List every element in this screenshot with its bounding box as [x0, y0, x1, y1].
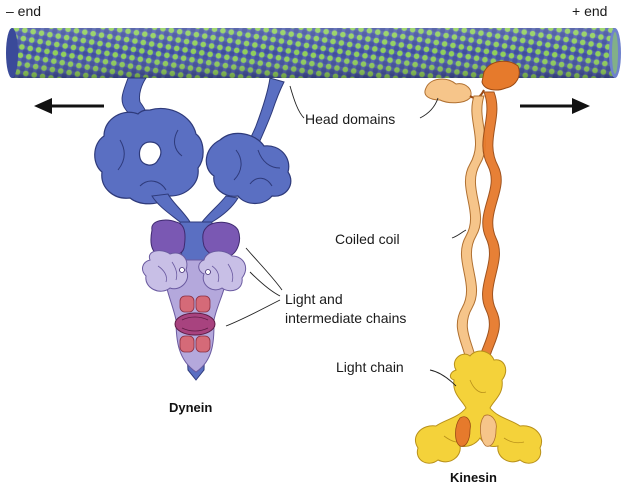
leader-light-chains-2 — [249, 271, 281, 297]
dynein-light-chain-right — [198, 250, 247, 292]
microtubule — [6, 28, 621, 78]
dynein-magenta-chain — [174, 312, 216, 336]
leader-coiled-coil — [451, 229, 467, 239]
leader-light-chains-1 — [245, 247, 283, 291]
kinesin-light-chain — [414, 350, 542, 464]
kinesin-label: Kinesin — [450, 470, 497, 485]
dynein-purple-left — [150, 219, 186, 258]
leader-light-chains-3 — [225, 299, 281, 327]
kinesin-tail-orange — [455, 416, 471, 447]
minus-end-label: – end — [6, 3, 41, 19]
dynein-label: Dynein — [169, 400, 212, 415]
leader-head-kinesin — [419, 97, 439, 119]
dynein-red-segment-2 — [195, 295, 211, 313]
dynein-right-head — [205, 132, 292, 205]
light-intermediate-label-line1: Light and — [285, 291, 343, 307]
arrow-right-icon — [520, 98, 590, 114]
kinesin-tail-peach — [480, 414, 497, 447]
light-intermediate-label-line2: intermediate chains — [285, 310, 406, 326]
kinesin-head-left — [424, 78, 472, 104]
dynein-red-segment-4 — [195, 335, 211, 353]
kinesin-head-right — [481, 60, 520, 91]
dynein-red-segment-1 — [179, 295, 195, 313]
dynein-red-segment-3 — [179, 335, 195, 353]
plus-end-label: + end — [572, 3, 607, 19]
leader-light-chain-kinesin — [429, 369, 457, 387]
coiled-coil-label: Coiled coil — [335, 231, 400, 247]
kinesin-molecule — [414, 60, 542, 464]
dynein-left-head — [94, 107, 204, 205]
dynein-light-chain-left — [142, 250, 188, 292]
microtubule-minus-cap — [6, 28, 18, 78]
dynein-molecule — [94, 77, 292, 381]
leader-lines — [225, 85, 467, 387]
head-domains-label: Head domains — [305, 111, 395, 127]
arrow-left-icon — [34, 98, 104, 114]
dynein-right-neck — [200, 195, 239, 223]
leader-head-dynein — [289, 85, 305, 119]
dynein-left-neck — [151, 193, 191, 223]
light-chain-label: Light chain — [336, 359, 404, 375]
